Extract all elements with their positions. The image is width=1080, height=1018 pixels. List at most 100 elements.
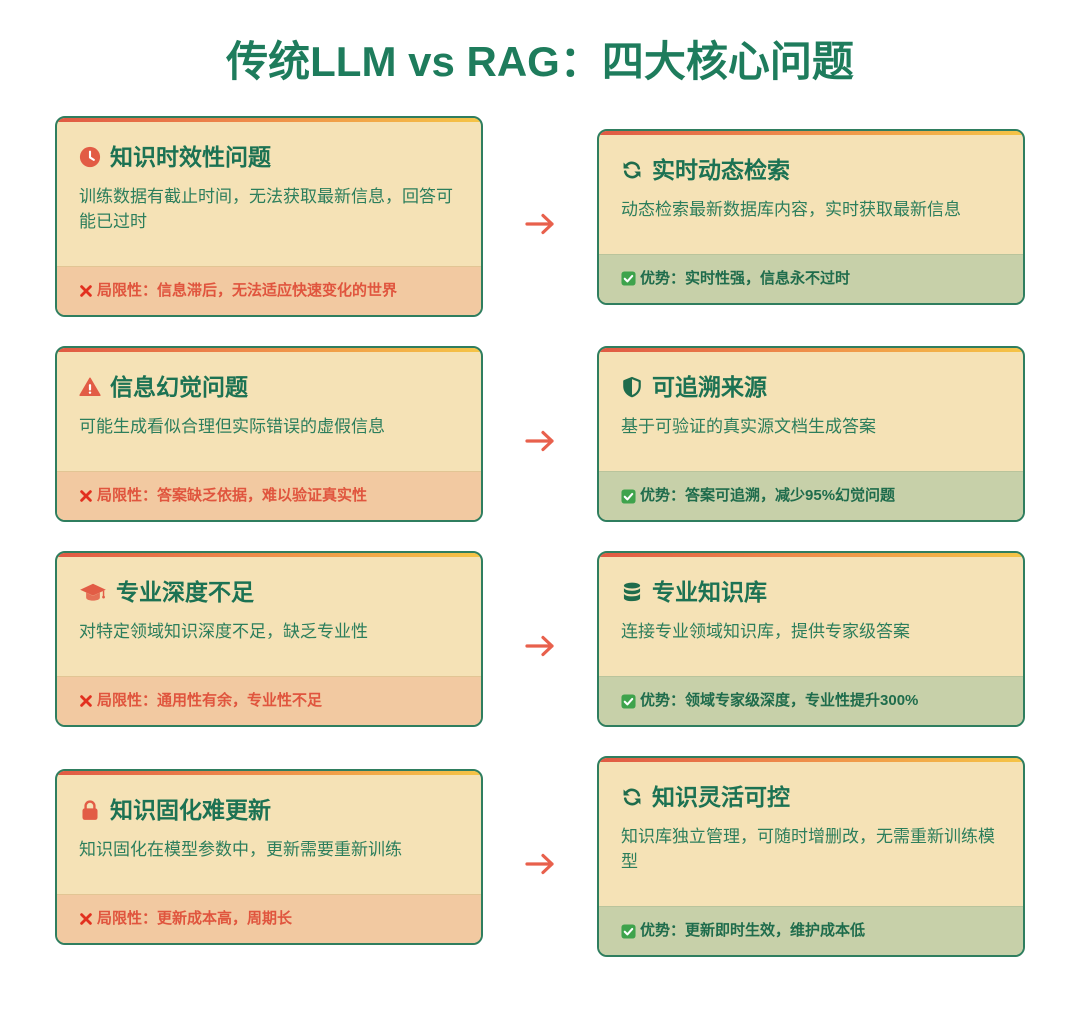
limitation-footer: 局限性：通用性有余，专业性不足: [57, 676, 481, 725]
card-title: 信息幻觉问题: [110, 374, 248, 400]
card-description: 可能生成看似合理但实际错误的虚假信息: [79, 417, 385, 436]
advantage-footer: 优势：实时性强，信息永不过时: [599, 253, 1023, 303]
arrow-right-icon: [483, 851, 597, 877]
advantage-label: 优势：: [640, 269, 686, 287]
card-header: 可追溯来源: [621, 372, 1001, 402]
sync-icon: [621, 786, 643, 808]
limitation-footer: 局限性：信息滞后，无法适应快速变化的世界: [57, 266, 481, 315]
card-body: 专业知识库 连接专业领域知识库，提供专家级答案: [599, 557, 1023, 676]
card-header: 知识灵活可控: [621, 782, 1001, 812]
limitation-text: 答案缺乏依据，难以验证真实性: [157, 487, 368, 504]
warning-icon: [79, 376, 101, 398]
card-accent-strip: [57, 770, 481, 775]
cross-mark-icon: [79, 912, 93, 926]
problem-card-insufficient-expertise: 专业深度不足 对特定领域知识深度不足，缺乏专业性 局限性：通用性有余，专业性不足: [55, 551, 483, 727]
advantage-text-group: 优势：答案可追溯，减少95%幻觉问题: [640, 486, 895, 506]
card-body: 可追溯来源 基于可验证的真实源文档生成答案: [599, 352, 1023, 471]
card-description: 连接专业领域知识库，提供专家级答案: [621, 622, 910, 641]
card-accent-strip: [599, 348, 1023, 352]
card-description: 动态检索最新数据库内容，实时获取最新信息: [621, 199, 961, 219]
solution-card-flexible-knowledge: 知识灵活可控 知识库独立管理，可随时增删改，无需重新训练模型 优势：更新即时生效…: [597, 756, 1025, 957]
card-title: 知识灵活可控: [652, 784, 790, 810]
comparison-row-updatability: 知识固化难更新 知识固化在模型参数中，更新需要重新训练 局限性：更新成本高，周期…: [55, 756, 1025, 957]
card-description: 知识库独立管理，可随时增删改，无需重新训练模型: [621, 827, 995, 871]
arrow-right-icon: [483, 428, 597, 454]
card-body: 知识时效性问题 训练数据有截止时间，无法获取最新信息，回答可能已过时: [57, 122, 481, 266]
card-title: 专业知识库: [652, 579, 767, 605]
card-body: 知识固化难更新 知识固化在模型参数中，更新需要重新训练: [57, 775, 481, 894]
card-header: 专业深度不足: [79, 577, 459, 607]
limitation-footer: 局限性：更新成本高，周期长: [57, 893, 481, 943]
check-box-icon: [621, 923, 636, 939]
card-header: 信息幻觉问题: [79, 372, 459, 402]
solution-card-realtime-retrieval: 实时动态检索 动态检索最新数据库内容，实时获取最新信息 优势：实时性强，信息永不…: [597, 128, 1025, 305]
card-title: 可追溯来源: [652, 374, 767, 400]
check-box-icon: [621, 271, 636, 286]
sync-icon: [621, 159, 643, 181]
card-body: 专业深度不足 对特定领域知识深度不足，缺乏专业性: [57, 557, 481, 676]
card-description: 知识固化在模型参数中，更新需要重新训练: [79, 839, 402, 859]
limitation-label: 局限性：: [97, 487, 158, 504]
card-accent-strip: [57, 553, 481, 557]
card-body: 信息幻觉问题 可能生成看似合理但实际错误的虚假信息: [57, 352, 481, 471]
graduation-cap-icon: [79, 581, 107, 603]
advantage-text-group: 优势：领域专家级深度，专业性提升300%: [640, 691, 918, 711]
solution-card-expert-knowledge-base: 专业知识库 连接专业领域知识库，提供专家级答案 优势：领域专家级深度，专业性提升…: [597, 551, 1025, 727]
shield-icon: [621, 376, 643, 398]
page-header: 传统LLM vs RAG：四大核心问题: [0, 0, 1080, 116]
card-description: 对特定领域知识深度不足，缺乏专业性: [79, 622, 368, 641]
problem-card-knowledge-timeliness: 知识时效性问题 训练数据有截止时间，无法获取最新信息，回答可能已过时 局限性：信…: [55, 116, 483, 317]
limitation-text-group: 局限性：通用性有余，专业性不足: [97, 691, 322, 711]
advantage-text: 实时性强，信息永不过时: [685, 269, 851, 287]
page-title: 传统LLM vs RAG：四大核心问题: [226, 38, 854, 85]
advantage-text: 更新即时生效，维护成本低: [685, 922, 866, 939]
clock-icon: [79, 146, 101, 168]
limitation-text: 通用性有余，专业性不足: [157, 692, 323, 709]
card-accent-strip: [57, 118, 481, 122]
comparison-row-hallucination: 信息幻觉问题 可能生成看似合理但实际错误的虚假信息 局限性：答案缺乏依据，难以验…: [55, 346, 1025, 522]
arrow-right-icon: [483, 211, 597, 237]
limitation-text-group: 局限性：信息滞后，无法适应快速变化的世界: [97, 281, 397, 301]
check-box-icon: [621, 488, 636, 504]
limitation-label: 局限性：: [97, 282, 158, 299]
limitation-text: 信息滞后，无法适应快速变化的世界: [157, 282, 398, 299]
advantage-label: 优势：: [640, 692, 686, 709]
solution-card-traceable-sources: 可追溯来源 基于可验证的真实源文档生成答案 优势：答案可追溯，减少95%幻觉问题: [597, 346, 1025, 522]
check-box-icon: [621, 693, 636, 709]
advantage-text-group: 优势：更新即时生效，维护成本低: [640, 921, 865, 941]
card-accent-strip: [57, 348, 481, 352]
card-accent-strip: [599, 553, 1023, 557]
card-title: 知识固化难更新: [110, 796, 271, 823]
advantage-text: 领域专家级深度，专业性提升300%: [685, 692, 919, 709]
lock-icon: [79, 799, 101, 821]
limitation-label: 局限性：: [97, 909, 158, 927]
problem-card-hallucination: 信息幻觉问题 可能生成看似合理但实际错误的虚假信息 局限性：答案缺乏依据，难以验…: [55, 346, 483, 522]
advantage-footer: 优势：领域专家级深度，专业性提升300%: [599, 676, 1023, 725]
cross-mark-icon: [79, 694, 93, 708]
cross-mark-icon: [79, 489, 93, 503]
limitation-text-group: 局限性：答案缺乏依据，难以验证真实性: [97, 486, 367, 506]
advantage-footer: 优势：更新即时生效，维护成本低: [599, 906, 1023, 955]
comparison-grid: 知识时效性问题 训练数据有截止时间，无法获取最新信息，回答可能已过时 局限性：信…: [0, 116, 1080, 957]
card-title: 专业深度不足: [116, 579, 254, 605]
card-body: 知识灵活可控 知识库独立管理，可随时增删改，无需重新训练模型: [599, 762, 1023, 906]
arrow-right-icon: [483, 633, 597, 659]
problem-card-frozen-knowledge: 知识固化难更新 知识固化在模型参数中，更新需要重新训练 局限性：更新成本高，周期…: [55, 768, 483, 945]
card-header: 实时动态检索: [621, 155, 1001, 185]
comparison-row-timeliness: 知识时效性问题 训练数据有截止时间，无法获取最新信息，回答可能已过时 局限性：信…: [55, 116, 1025, 317]
advantage-text: 答案可追溯，减少95%幻觉问题: [685, 487, 896, 504]
limitation-text-group: 局限性：更新成本高，周期长: [97, 909, 292, 929]
card-header: 知识固化难更新: [79, 795, 459, 825]
advantage-label: 优势：: [640, 487, 686, 504]
card-header: 专业知识库: [621, 577, 1001, 607]
card-title: 知识时效性问题: [110, 144, 271, 170]
advantage-label: 优势：: [640, 922, 686, 939]
limitation-label: 局限性：: [97, 692, 158, 709]
card-header: 知识时效性问题: [79, 142, 459, 172]
advantage-text-group: 优势：实时性强，信息永不过时: [640, 269, 850, 289]
database-icon: [621, 581, 643, 603]
card-accent-strip: [599, 130, 1023, 135]
comparison-row-expertise: 专业深度不足 对特定领域知识深度不足，缺乏专业性 局限性：通用性有余，专业性不足: [55, 551, 1025, 727]
advantage-footer: 优势：答案可追溯，减少95%幻觉问题: [599, 471, 1023, 520]
card-title: 实时动态检索: [652, 156, 790, 183]
